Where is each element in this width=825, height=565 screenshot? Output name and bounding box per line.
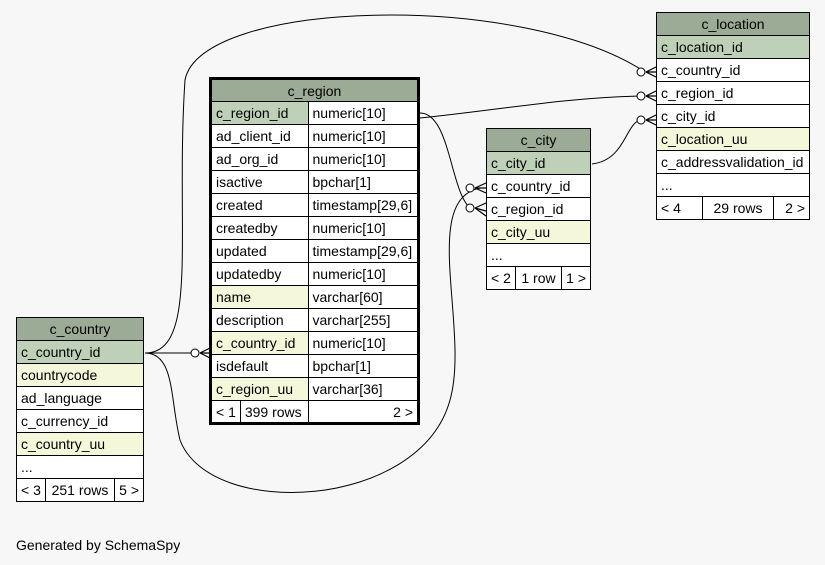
- table-c-country[interactable]: c_country c_country_id countrycode ad_la…: [16, 317, 144, 502]
- table-title: c_city: [486, 128, 591, 152]
- link-end-circle: [465, 183, 475, 193]
- link-end-circle: [190, 348, 200, 358]
- link-region-city: [419, 112, 471, 209]
- column-updated: updated: [210, 239, 309, 263]
- column-c-region-id: c_region_id: [210, 101, 309, 125]
- link-country-city: [144, 187, 481, 493]
- footer-next[interactable]: 2 >: [307, 400, 420, 424]
- table-c-location[interactable]: c_location c_location_id c_country_id c_…: [656, 12, 810, 220]
- column-c-country-id: c_country_id: [656, 58, 810, 82]
- column-type: numeric[10]: [307, 124, 420, 148]
- column-updatedby: updatedby: [210, 262, 309, 286]
- footer-prev[interactable]: < 1: [210, 400, 241, 424]
- column-more: ...: [486, 243, 591, 267]
- column-isactive: isactive: [210, 170, 309, 194]
- column-type: numeric[10]: [307, 101, 420, 125]
- link-region-location: [419, 95, 641, 119]
- column-name: name: [210, 285, 309, 309]
- column-c-region-id: c_region_id: [486, 197, 591, 221]
- table-title: c_location: [656, 12, 810, 36]
- crowfoot-icon: [645, 90, 657, 102]
- footer-prev[interactable]: < 4: [656, 196, 703, 220]
- table-title: c_country: [16, 317, 144, 341]
- column-c-region-uu: c_region_uu: [210, 377, 309, 401]
- footer-next[interactable]: 5 >: [114, 478, 144, 502]
- column-type: numeric[10]: [307, 147, 420, 171]
- column-c-country-id: c_country_id: [486, 174, 591, 198]
- crowfoot-icon: [474, 182, 487, 194]
- footer-rows: 29 rows: [702, 196, 774, 220]
- column-createdby: createdby: [210, 216, 309, 240]
- column-created: created: [210, 193, 309, 217]
- link-end-circle: [636, 67, 646, 77]
- column-ad-client-id: ad_client_id: [210, 124, 309, 148]
- column-type: timestamp[29,6]: [307, 239, 420, 263]
- column-type: timestamp[29,6]: [307, 193, 420, 217]
- column-c-region-id: c_region_id: [656, 81, 810, 105]
- footer-rows: 1 row: [514, 266, 563, 290]
- column-type: numeric[10]: [307, 262, 420, 286]
- link-end-circle: [636, 115, 646, 125]
- column-countrycode: countrycode: [16, 363, 144, 387]
- column-c-city-uu: c_city_uu: [486, 220, 591, 244]
- footer-rows: 251 rows: [44, 478, 116, 502]
- footer-rows: 399 rows: [239, 400, 309, 424]
- column-isdefault: isdefault: [210, 354, 309, 378]
- link-city-location: [591, 119, 641, 165]
- crowfoot-icon: [474, 202, 487, 217]
- column-type: bpchar[1]: [307, 170, 420, 194]
- column-type: numeric[10]: [307, 216, 420, 240]
- column-type: numeric[10]: [307, 331, 420, 355]
- column-c-country-id: c_country_id: [210, 331, 309, 355]
- column-c-location-id: c_location_id: [656, 35, 810, 59]
- column-more: ...: [656, 173, 810, 197]
- table-title: c_region: [210, 78, 419, 102]
- footer-prev[interactable]: < 3: [16, 478, 46, 502]
- link-end-circle: [636, 91, 646, 101]
- column-c-currency-id: c_currency_id: [16, 409, 144, 433]
- column-c-addressvalidation-id: c_addressvalidation_id: [656, 150, 810, 174]
- column-c-location-uu: c_location_uu: [656, 127, 810, 151]
- footer-prev[interactable]: < 2: [486, 266, 516, 290]
- column-c-country-uu: c_country_uu: [16, 432, 144, 456]
- column-ad-org-id: ad_org_id: [210, 147, 309, 171]
- column-c-city-id: c_city_id: [486, 151, 591, 175]
- link-end-circle: [465, 203, 475, 213]
- column-type: varchar[60]: [307, 285, 420, 309]
- column-description: description: [210, 308, 309, 332]
- generated-by-note: Generated by SchemaSpy: [16, 537, 181, 553]
- column-ad-language: ad_language: [16, 386, 144, 410]
- column-more: ...: [16, 455, 144, 479]
- link-country-location: [144, 14, 646, 354]
- column-type: varchar[255]: [307, 308, 420, 332]
- column-c-country-id: c_country_id: [16, 340, 144, 364]
- footer-next[interactable]: 1 >: [561, 266, 591, 290]
- crowfoot-icon: [645, 114, 657, 126]
- crowfoot-icon: [199, 347, 211, 359]
- column-type: varchar[36]: [307, 377, 420, 401]
- crowfoot-icon: [645, 66, 657, 78]
- column-c-city-id: c_city_id: [656, 104, 810, 128]
- column-type: bpchar[1]: [307, 354, 420, 378]
- footer-next[interactable]: 2 >: [773, 196, 810, 220]
- table-c-city[interactable]: c_city c_city_id c_country_id c_region_i…: [486, 128, 591, 290]
